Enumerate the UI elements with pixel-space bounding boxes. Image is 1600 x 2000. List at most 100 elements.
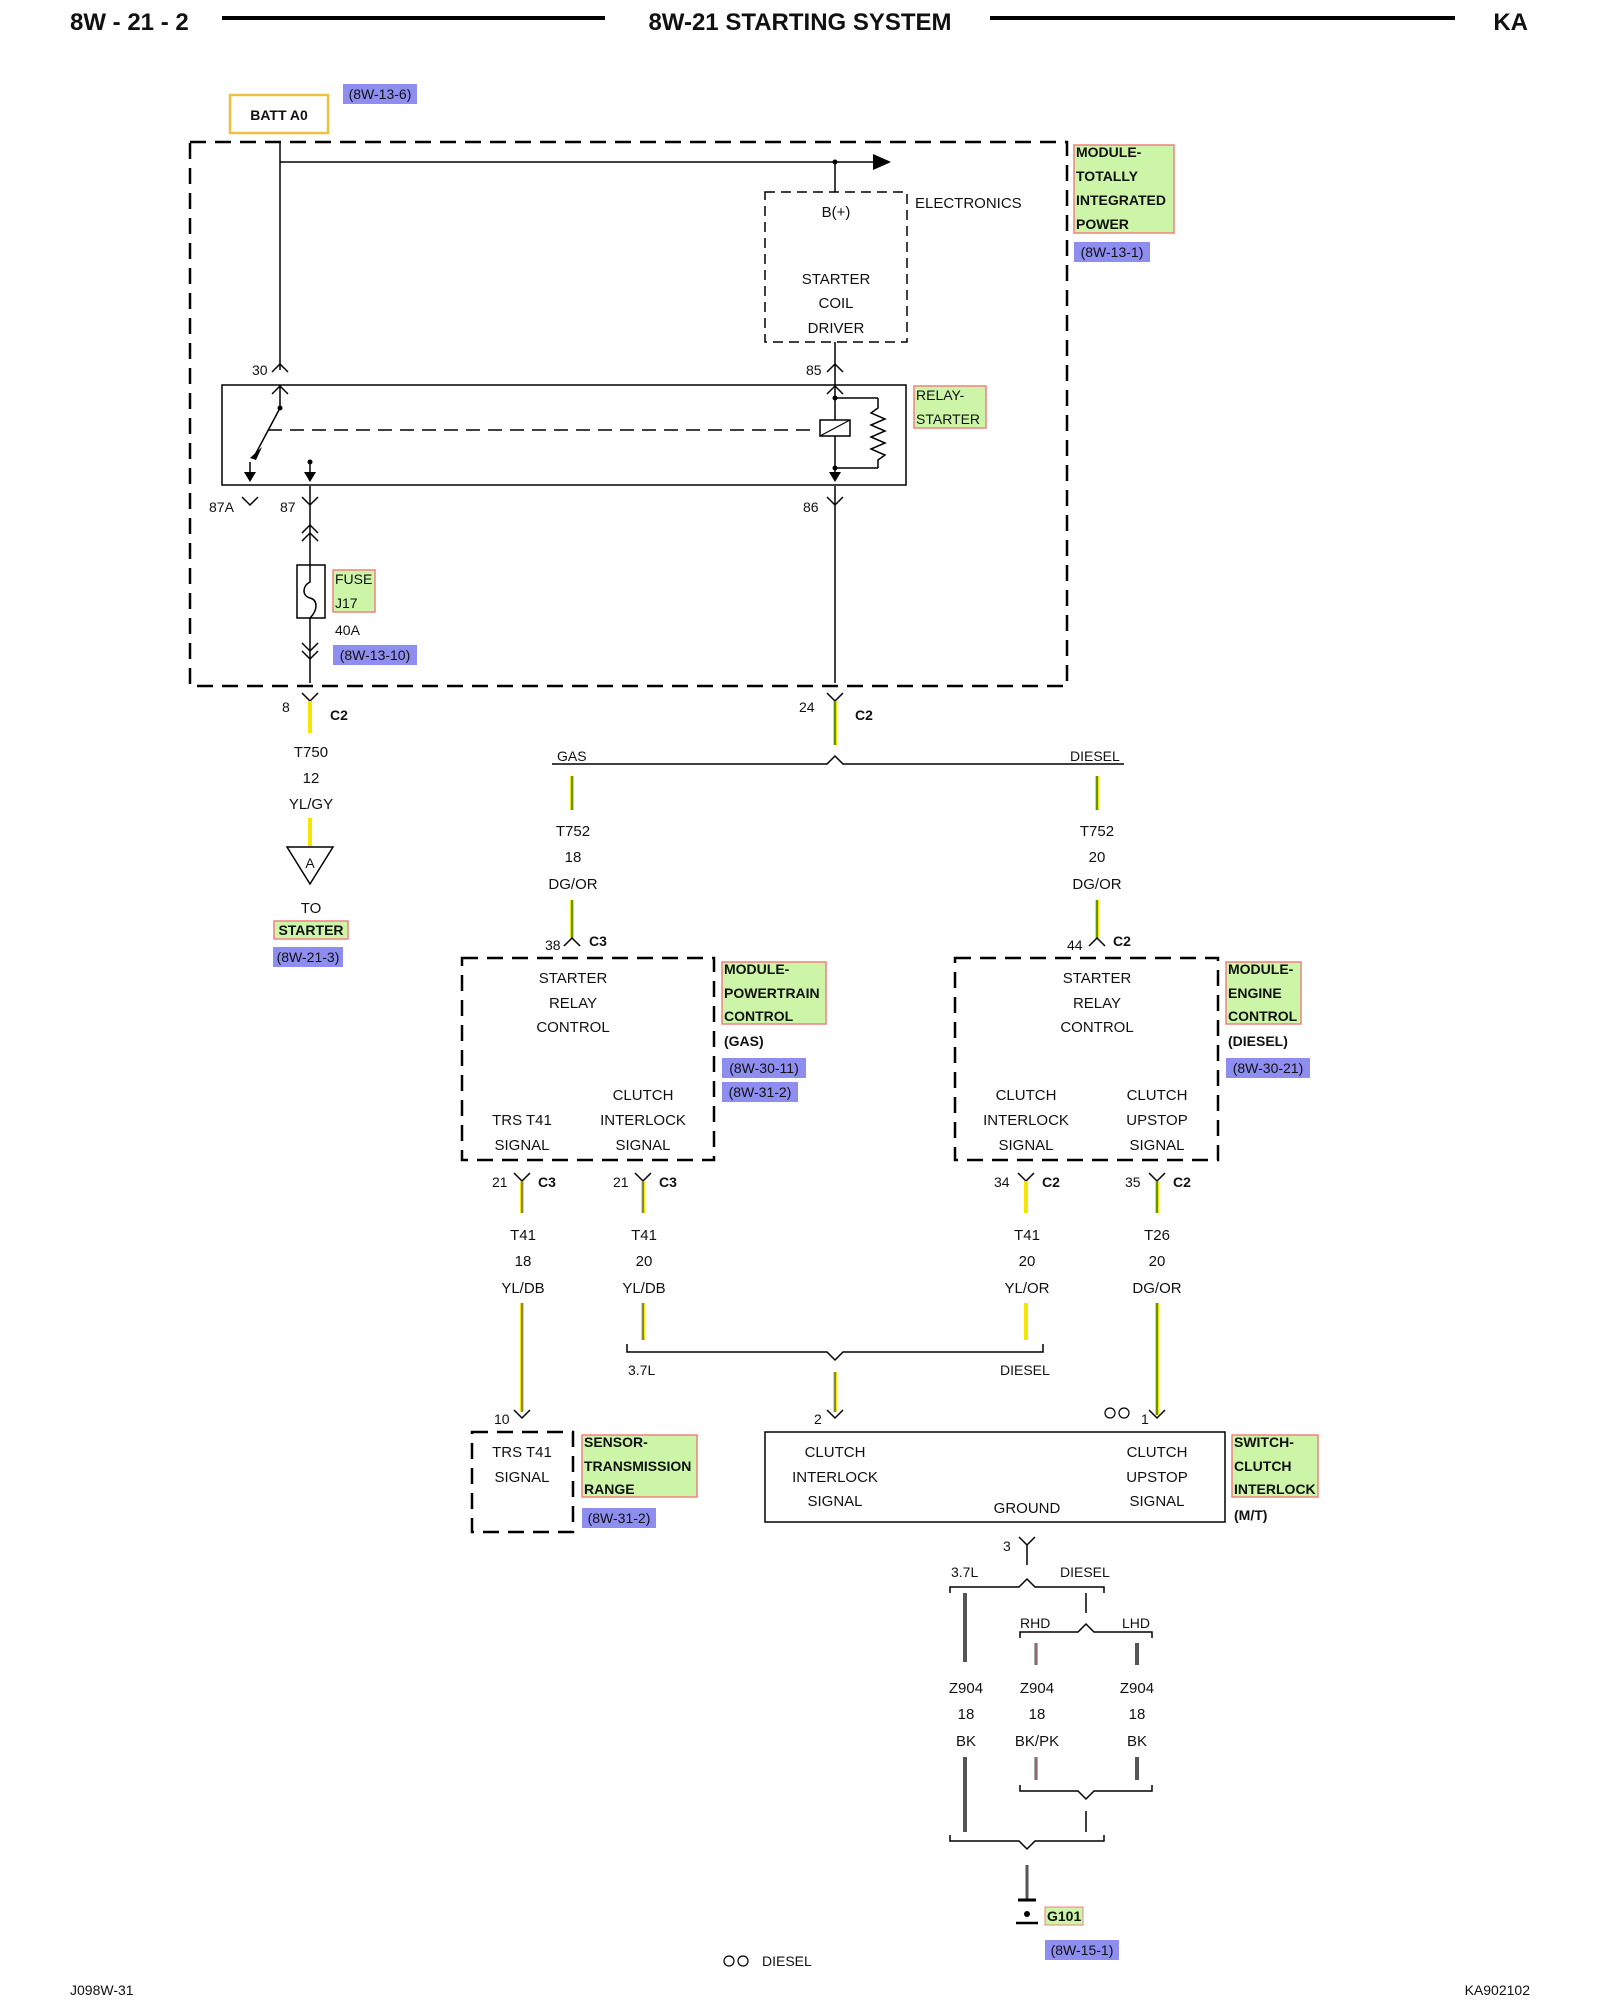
ecm-variant: (DIESEL) — [1228, 1033, 1288, 1049]
pcm-ref-1-link[interactable]: (8W-30-11) — [729, 1060, 799, 1076]
tipm-name-label: MODULE- TOTALLY INTEGRATED POWER (8W-13-… — [1073, 144, 1175, 262]
g101-name: G101 — [1047, 1908, 1081, 1924]
fuse-j17-icon — [296, 564, 326, 619]
relay-name-1: RELAY- — [916, 387, 965, 403]
switch-ground-label: GROUND — [994, 1500, 1061, 1517]
fuse-name-1: FUSE — [335, 571, 372, 587]
switch-name-3: INTERLOCK — [1234, 1481, 1316, 1497]
ecm-name-3: CONTROL — [1228, 1008, 1298, 1024]
trs-name-label: SENSOR- TRANSMISSION RANGE — [581, 1434, 698, 1498]
page-title: 8W-21 STARTING SYSTEM — [648, 9, 951, 36]
ecm-func-top-3: CONTROL — [1060, 1019, 1133, 1036]
t750-gauge: 12 — [303, 770, 320, 787]
trs-sensor-outline — [470, 1430, 575, 1534]
fuse-name-label: FUSE J17 — [332, 569, 376, 613]
pcm-pin-r: 21 — [613, 1174, 629, 1190]
relay-name-2: STARTER — [916, 411, 980, 427]
trs-ref-link[interactable]: (8W-31-2) — [588, 1510, 651, 1526]
ground-split-lhd: LHD — [1122, 1615, 1150, 1631]
switch-pin-2: 2 — [814, 1411, 822, 1427]
legend-diesel-text: DIESEL — [762, 1953, 812, 1969]
c2-left-connector: C2 — [330, 707, 348, 723]
page-header: 8W - 21 - 2 8W-21 STARTING SYSTEM KA — [70, 9, 1528, 36]
ecm-pin-r: 35 — [1125, 1174, 1141, 1190]
pcm-ref-2-link[interactable]: (8W-31-2) — [729, 1084, 792, 1100]
fuse-ref-link[interactable]: (8W-13-10) — [340, 647, 411, 663]
z904-b-gauge: 18 — [1029, 1706, 1046, 1723]
pcm-conn-r: C3 — [659, 1174, 677, 1190]
switch-name-1: SWITCH- — [1234, 1434, 1294, 1450]
z904-b-circuit: Z904 — [1020, 1680, 1054, 1697]
switch-variant: (M/T) — [1234, 1507, 1267, 1523]
relay-pin-85: 85 — [806, 362, 822, 378]
starter-coil-driver-box — [764, 191, 908, 343]
pcm-name-3: CONTROL — [724, 1008, 794, 1024]
ecm-func-left-2: INTERLOCK — [983, 1112, 1069, 1129]
trs-name-1: SENSOR- — [584, 1434, 648, 1450]
relay-starter-box — [221, 384, 907, 486]
bus-arrow-icon — [873, 154, 891, 170]
batt-ref-link[interactable]: (8W-13-6) — [349, 86, 412, 102]
relay-pin-87: 87 — [280, 499, 296, 515]
t752-gas-color: DG/OR — [548, 876, 597, 893]
switch-pin-1: 1 — [1141, 1411, 1149, 1427]
t750-circuit: T750 — [294, 744, 328, 761]
batt-a0-block: BATT A0 (8W-13-6) — [228, 84, 417, 135]
split-diesel-label: DIESEL — [1070, 748, 1120, 764]
t41-pcm-circuit: T41 — [631, 1227, 657, 1244]
ecm-func-top-2: RELAY — [1073, 995, 1121, 1012]
connector-a-triangle-icon — [285, 846, 335, 886]
ground-split-rhd: RHD — [1020, 1615, 1050, 1631]
ecm-name-2: ENGINE — [1228, 985, 1282, 1001]
driver-line-2: COIL — [818, 295, 853, 312]
pcm-func-top-1: STARTER — [539, 970, 608, 987]
t41-ecm-color: YL/OR — [1004, 1280, 1049, 1297]
t752-diesel-color: DG/OR — [1072, 876, 1121, 893]
switch-func-left-3: SIGNAL — [807, 1493, 862, 1510]
pcm-variant: (GAS) — [724, 1033, 764, 1049]
ecm-module-outline — [953, 956, 1220, 1162]
t26-color: DG/OR — [1132, 1280, 1181, 1297]
tipm-name-4: POWER — [1076, 216, 1129, 232]
ecm-func-left-1: CLUTCH — [996, 1087, 1057, 1104]
z904-c-circuit: Z904 — [1120, 1680, 1154, 1697]
c2-pin-8: 8 — [282, 699, 290, 715]
pcm-name-label: MODULE- POWERTRAIN CONTROL — [721, 961, 827, 1025]
to-starter-ref-link[interactable]: (8W-21-3) — [277, 949, 340, 965]
z904-a-color: BK — [956, 1733, 976, 1750]
pcm-func-left-1: TRS T41 — [492, 1112, 552, 1129]
ecm-func-right-1: CLUTCH — [1127, 1087, 1188, 1104]
ecm-conn-in: C2 — [1113, 933, 1131, 949]
ecm-func-left-3: SIGNAL — [998, 1137, 1053, 1154]
g101-ref-link[interactable]: (8W-15-1) — [1051, 1942, 1114, 1958]
t41-trs-gauge: 18 — [515, 1253, 532, 1270]
t752-gas-circuit: T752 — [556, 823, 590, 840]
c2-mid-connector: C2 — [855, 707, 873, 723]
pcm-module-outline — [460, 956, 716, 1162]
batt-box — [228, 93, 330, 135]
pcm-name-2: POWERTRAIN — [724, 985, 820, 1001]
relay-pin-30: 30 — [252, 362, 268, 378]
diesel-option-icon — [1104, 1407, 1116, 1419]
ecm-ref-link[interactable]: (8W-30-21) — [1233, 1060, 1304, 1076]
switch-func-right-3: SIGNAL — [1129, 1493, 1184, 1510]
ecm-conn-l: C2 — [1042, 1174, 1060, 1190]
t41-ecm-circuit: T41 — [1014, 1227, 1040, 1244]
t41-pcm-color: YL/DB — [622, 1280, 665, 1297]
footer-right-code: KA902102 — [1465, 1982, 1531, 1998]
tipm-ref-link[interactable]: (8W-13-1) — [1081, 244, 1144, 260]
t26-gauge: 20 — [1149, 1253, 1166, 1270]
pcm-conn-l: C3 — [538, 1174, 556, 1190]
t752-gas-gauge: 18 — [565, 849, 582, 866]
z904-c-color: BK — [1127, 1733, 1147, 1750]
trs-name-3: RANGE — [584, 1481, 635, 1497]
clutch-switch-box — [764, 1431, 1226, 1523]
driver-line-3: DRIVER — [808, 320, 865, 337]
trs-pin: 10 — [494, 1411, 510, 1427]
ecm-func-right-3: SIGNAL — [1129, 1137, 1184, 1154]
split-clutch-right: DIESEL — [1000, 1362, 1050, 1378]
ground-split-left: 3.7L — [951, 1564, 978, 1580]
driver-line-1: STARTER — [802, 271, 871, 288]
t41-trs-circuit: T41 — [510, 1227, 536, 1244]
